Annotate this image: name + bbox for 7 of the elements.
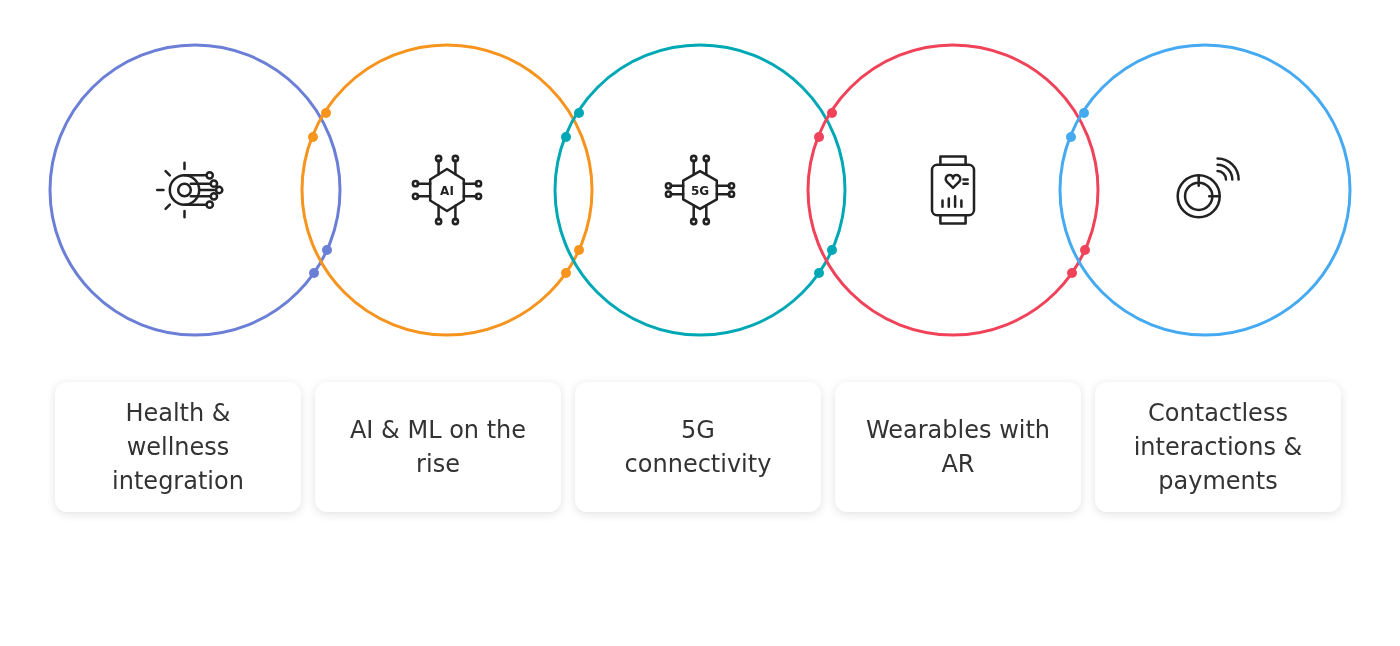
- card-label: Contactless interactions & payments: [1132, 398, 1304, 497]
- card-label: Wearables with AR: [865, 415, 1051, 480]
- icon-label: AI: [440, 184, 454, 198]
- card-label: Health & wellness integration: [111, 398, 245, 497]
- card-label: 5G connectivity: [623, 415, 773, 480]
- card-label: AI & ML on the rise: [348, 415, 528, 480]
- icon-label: 5G: [690, 184, 710, 198]
